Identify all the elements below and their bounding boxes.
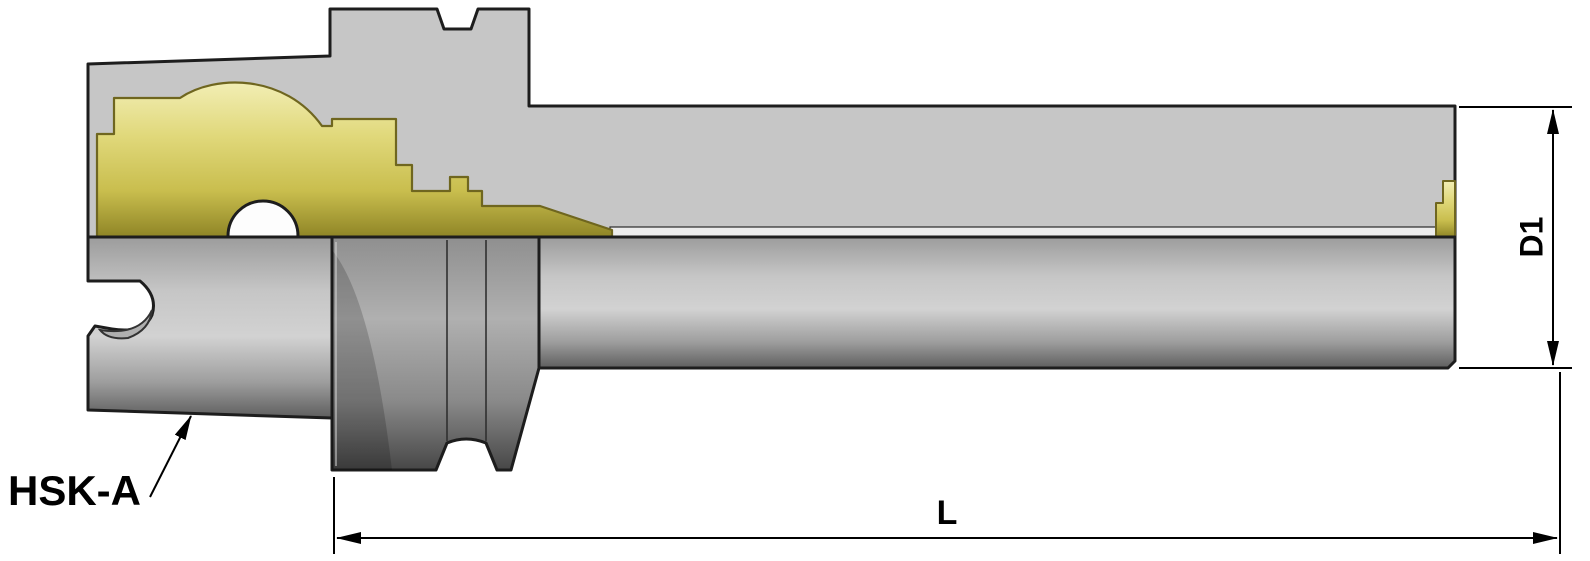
flange-exterior [330,235,541,472]
hsk-a-leader-line [149,415,192,498]
l-label: L [937,494,958,532]
hsk-a-callout: HSK-A [8,415,192,514]
exterior-view [86,235,1457,472]
flange-shadow [332,250,392,470]
clamping-mechanism [95,81,1456,239]
cylindrical-body-exterior [537,235,1457,370]
d1-label: D1 [1513,217,1549,258]
drive-slot-tongue [97,309,153,340]
dimension-l: L [333,372,1561,554]
clamping-set-profile [95,81,614,239]
shank-taper-exterior [86,235,334,420]
hsk-a-label: HSK-A [8,467,141,514]
dimension-d1: D1 [1459,106,1572,369]
section-body-fill [88,9,1455,237]
